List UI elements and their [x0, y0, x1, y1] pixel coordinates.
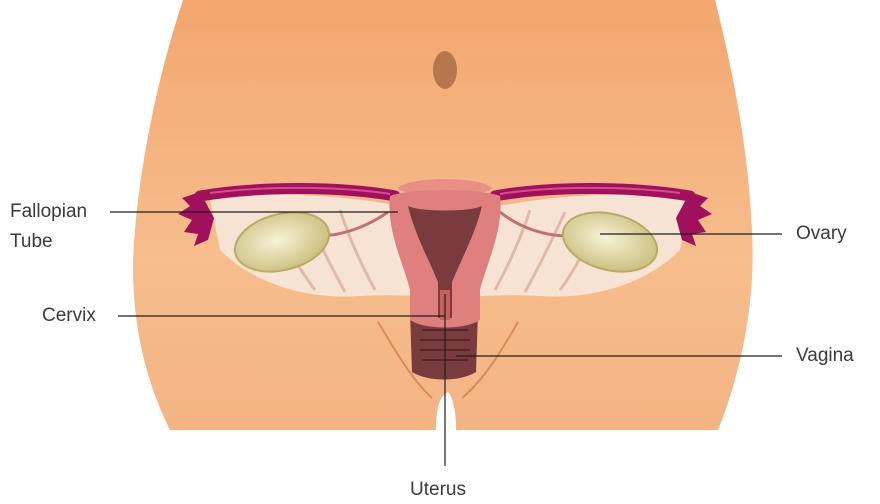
label-fallopian-line2: Tube — [10, 230, 53, 254]
label-fallopian-line1: Fallopian — [10, 200, 87, 224]
label-cervix: Cervix — [42, 304, 96, 328]
navel — [433, 51, 457, 89]
label-ovary: Ovary — [796, 222, 847, 246]
label-uterus: Uterus — [410, 478, 466, 502]
label-vagina: Vagina — [796, 344, 854, 368]
